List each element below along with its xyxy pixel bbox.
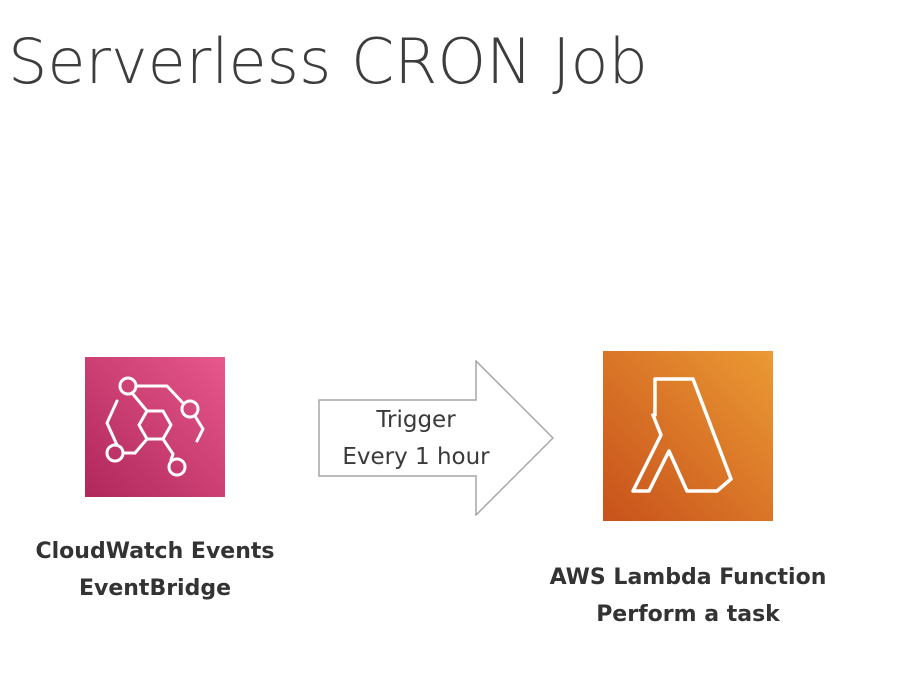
lambda-icon: [603, 351, 773, 521]
schedule-label: Every 1 hour: [342, 444, 490, 470]
eventbridge-icon: [85, 357, 225, 497]
source-sublabel: EventBridge: [78, 576, 232, 601]
source-label: CloudWatch Events: [35, 539, 275, 564]
right-arrow-icon: [318, 360, 554, 516]
trigger-label: Trigger: [376, 407, 456, 433]
target-label: AWS Lambda Function: [549, 565, 827, 590]
slide-title: Serverless CRON Job: [8, 25, 648, 98]
target-sublabel: Perform a task: [596, 602, 780, 627]
